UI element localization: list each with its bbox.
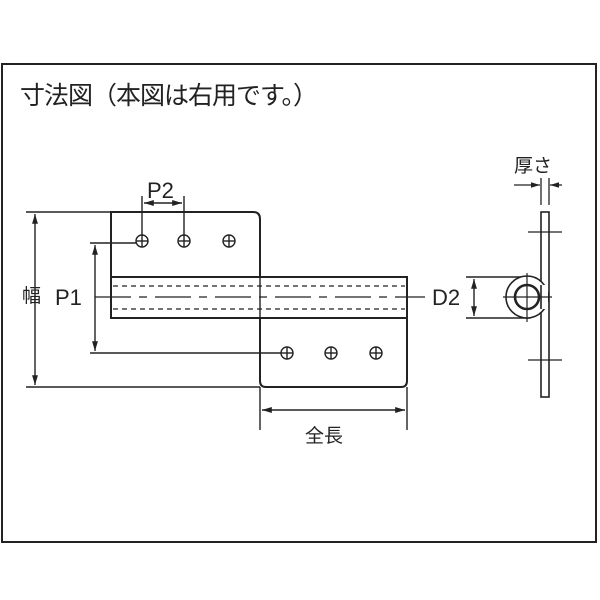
- hole-icon: [369, 346, 383, 360]
- diagram-frame: [1, 63, 597, 543]
- p1-dimension: [90, 242, 281, 354]
- lower-leaf: [259, 318, 408, 388]
- side-view: [503, 211, 562, 398]
- total-length-dimension: [259, 387, 408, 430]
- hole-icon: [222, 234, 236, 248]
- p2-label: P2: [147, 178, 174, 203]
- diagram-title: 寸法図（本図は右用です。）: [20, 81, 318, 110]
- p1-label: P1: [55, 285, 82, 310]
- thickness-dimension: [514, 178, 562, 205]
- width-dimension: [26, 211, 260, 388]
- p2-dimension: [141, 196, 185, 235]
- total-length-label: 全長: [305, 425, 343, 447]
- hole-icon: [280, 346, 294, 360]
- upper-holes: [135, 234, 236, 248]
- d2-label: D2: [432, 285, 460, 310]
- hole-icon: [177, 234, 191, 248]
- lower-holes: [280, 346, 383, 360]
- width-label: 幅: [22, 285, 41, 307]
- hole-icon: [135, 234, 149, 248]
- thickness-label: 厚さ: [514, 155, 552, 177]
- upper-leaf: [110, 211, 261, 318]
- hole-icon: [324, 346, 338, 360]
